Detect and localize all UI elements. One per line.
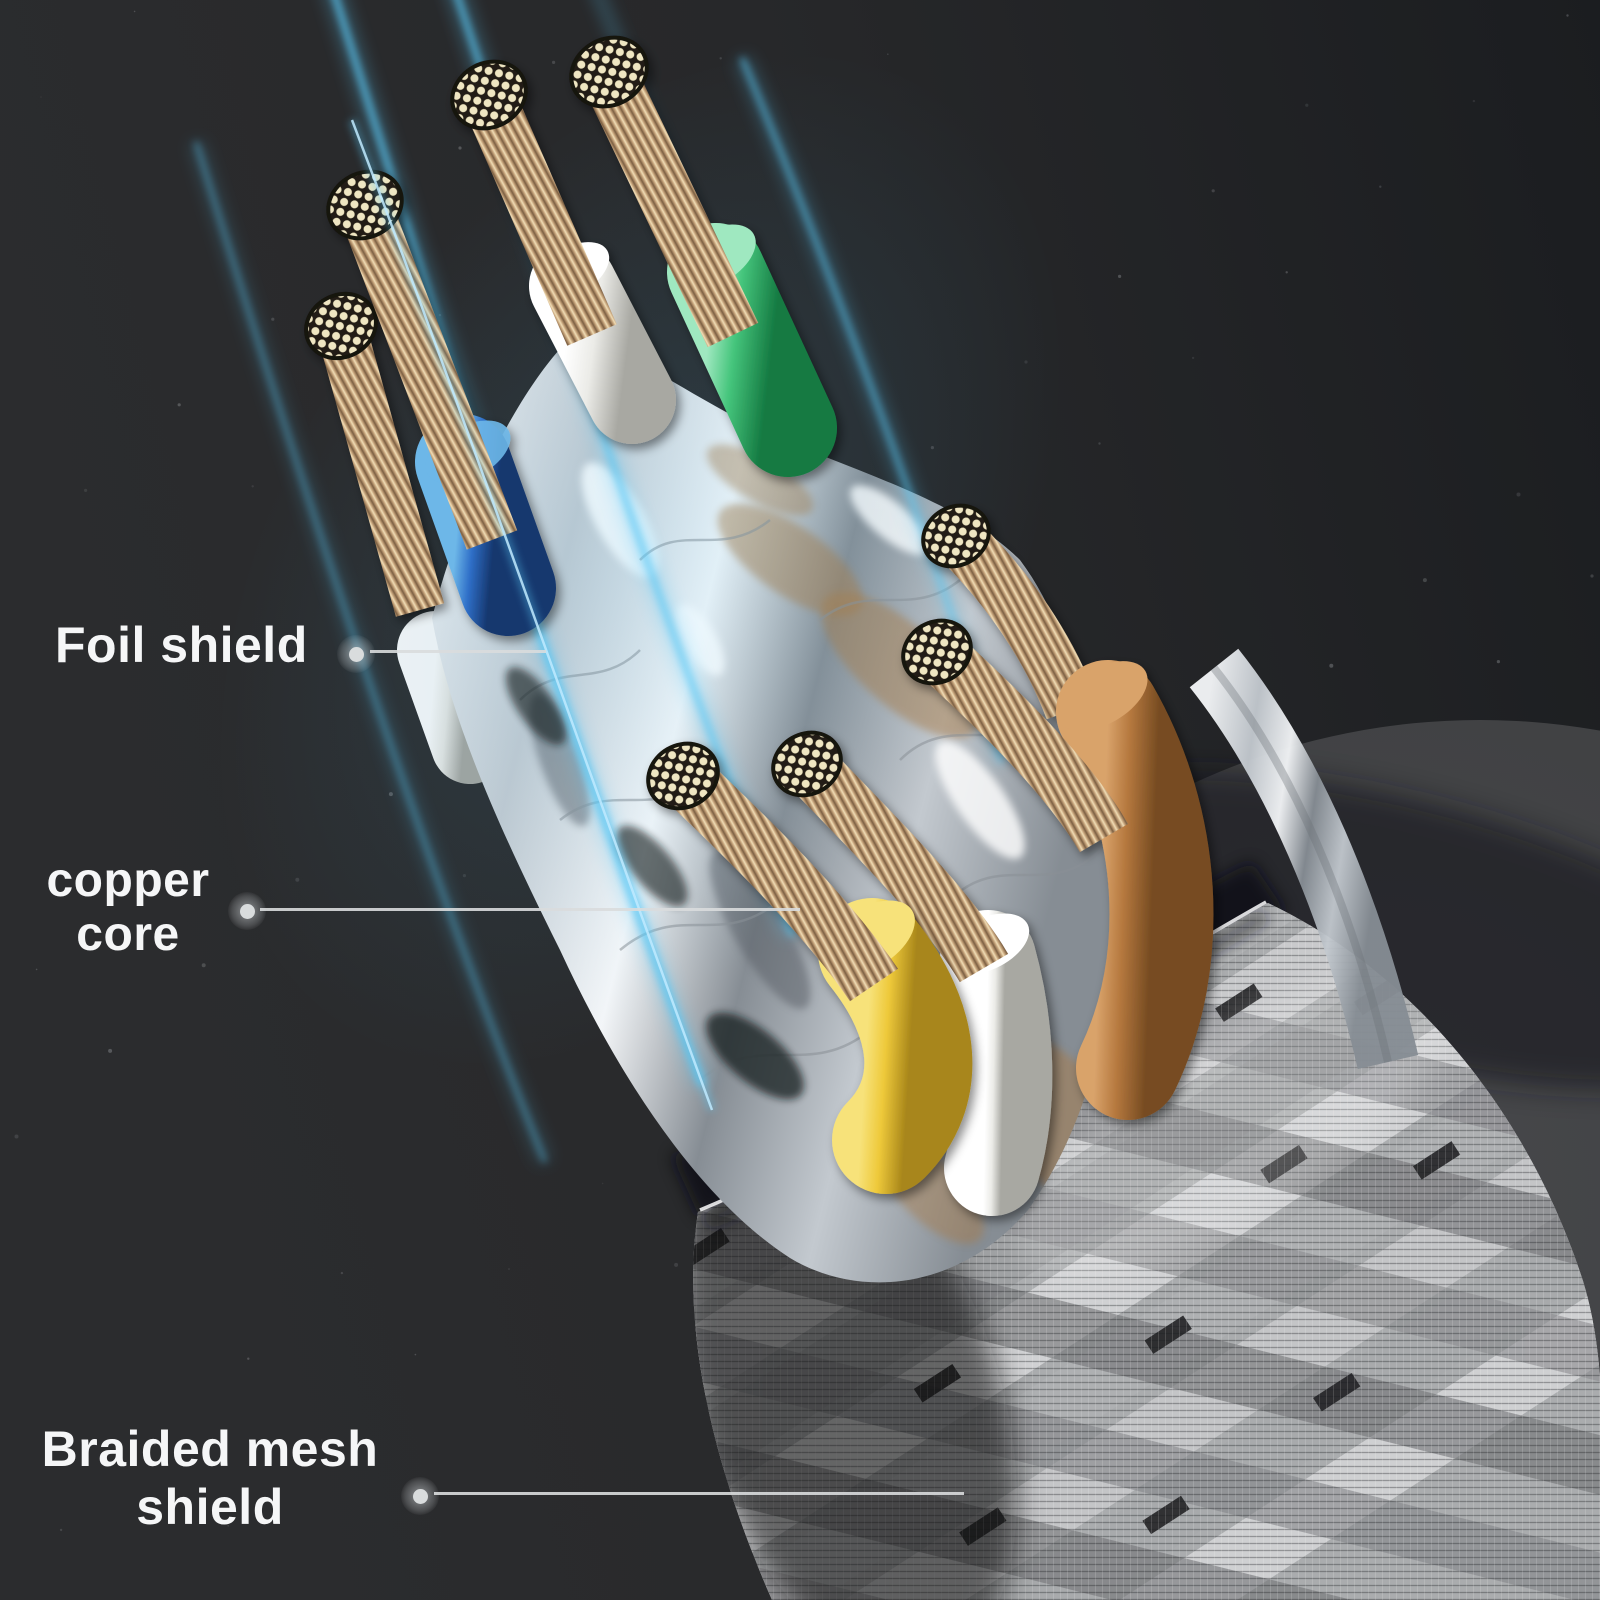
brown-opening — [1056, 661, 1148, 731]
copper-core-leader-line — [260, 908, 800, 911]
strand-tip — [573, 39, 645, 105]
copper-shaft — [463, 86, 617, 346]
foil-chrome-band-shade — [1210, 665, 1392, 1063]
wire-yellow — [646, 741, 973, 1194]
wire-green — [569, 35, 837, 477]
copper-core-label: copper core — [46, 854, 210, 961]
wire-brown — [901, 618, 1214, 1120]
strand-tip — [308, 295, 374, 357]
braided-mesh-shield-label: Braided mesh shield — [41, 1421, 379, 1535]
twisted-pair-wires — [304, 35, 1214, 1216]
wire-white-lower — [771, 730, 1053, 1216]
copper-shaft — [919, 633, 1129, 853]
braided-mesh-shield-dot — [401, 1477, 439, 1515]
strand-tip — [650, 745, 716, 807]
foil-chrome-band — [1189, 648, 1419, 1069]
yellow-insulation — [818, 898, 973, 1194]
wire-copper-upper-left — [304, 291, 445, 617]
braided-mesh-shield-leader-line — [434, 1492, 964, 1495]
strand-tip — [775, 734, 839, 794]
strand-tip — [925, 507, 987, 565]
wire-white-upper — [450, 59, 676, 444]
strand-tip — [905, 622, 969, 682]
copper-shaft — [787, 746, 1009, 983]
foil-shield-leader-line — [370, 650, 546, 653]
strand-tip — [454, 63, 524, 127]
white-insulation — [940, 910, 1053, 1216]
foil-shield-label: Foil shield — [55, 617, 308, 673]
copper-shaft — [316, 321, 445, 617]
copper-core-dot — [228, 892, 266, 930]
brown-insulation — [1056, 660, 1214, 1120]
front-glow-streak — [348, 118, 716, 1112]
copper-shaft — [339, 198, 518, 550]
copper-shaft — [582, 61, 759, 348]
wire-blue — [326, 169, 556, 636]
copper-shaft — [664, 756, 899, 1002]
wire-crevice-shadows — [505, 666, 804, 1100]
foil-shield-dot — [337, 635, 375, 673]
